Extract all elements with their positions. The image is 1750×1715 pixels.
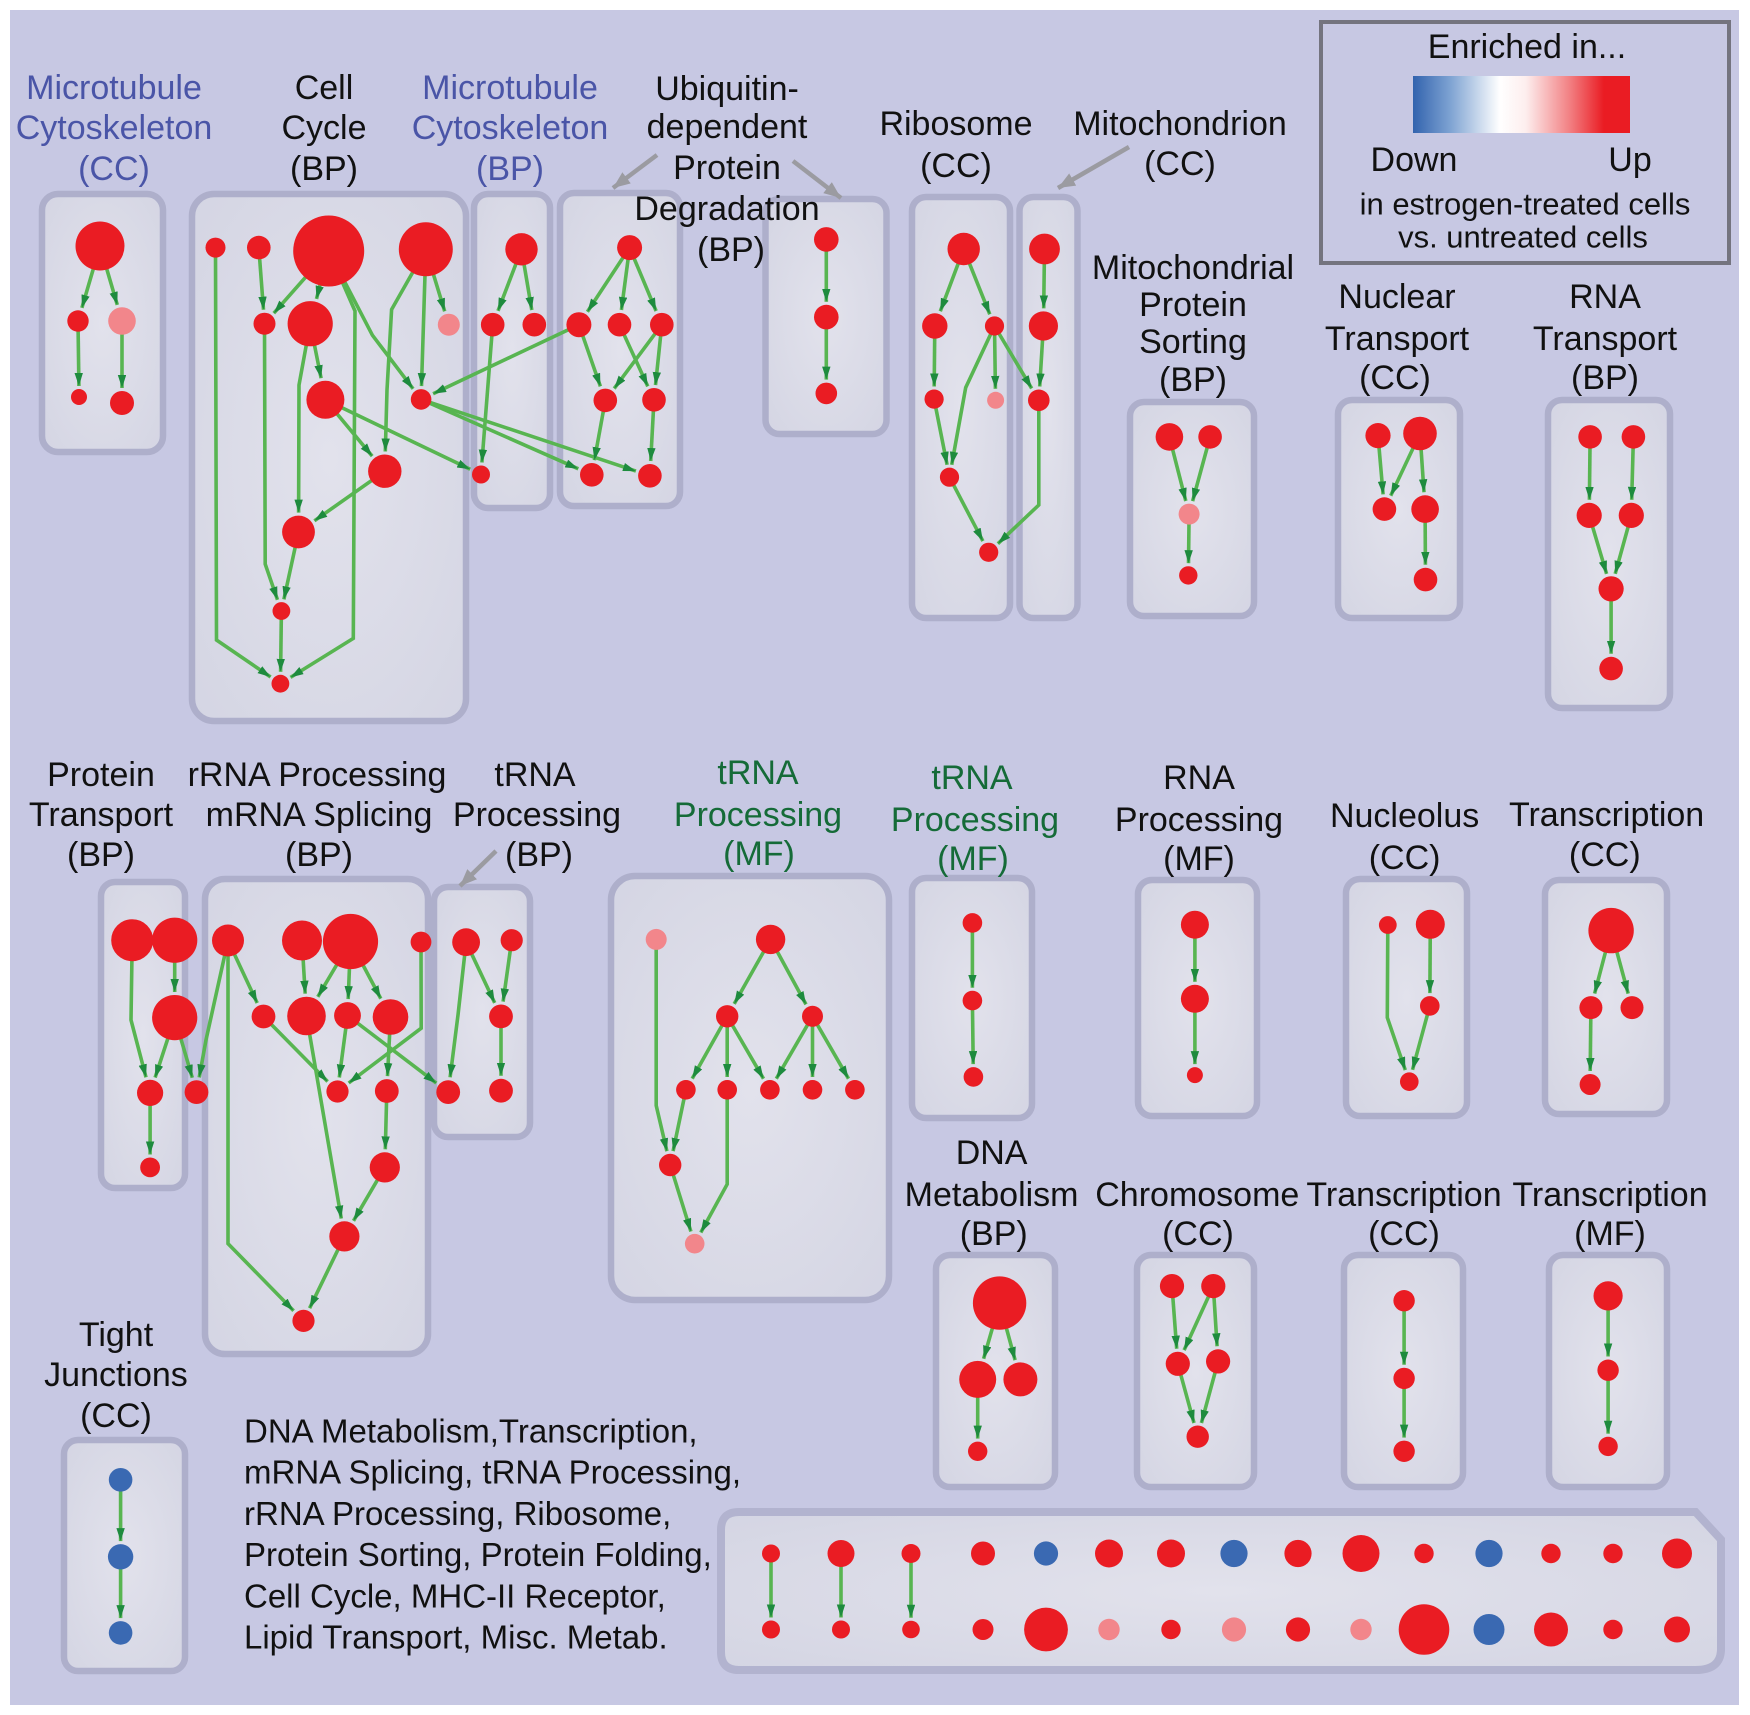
svg-text:(CC): (CC) <box>1162 1215 1234 1253</box>
svg-text:Up: Up <box>1608 141 1651 179</box>
svg-text:Processing: Processing <box>453 796 621 834</box>
svg-text:Processing: Processing <box>1115 801 1283 839</box>
svg-text:Protein: Protein <box>673 149 781 187</box>
svg-text:Junctions: Junctions <box>44 1356 188 1394</box>
svg-text:(BP): (BP) <box>476 150 544 188</box>
svg-text:Metabolism: Metabolism <box>905 1176 1079 1214</box>
svg-text:(BP): (BP) <box>290 150 358 188</box>
svg-text:Microtubule: Microtubule <box>422 69 598 107</box>
svg-text:Processing: Processing <box>891 801 1059 839</box>
svg-text:(CC): (CC) <box>1359 359 1431 397</box>
svg-text:Nuclear: Nuclear <box>1338 278 1455 316</box>
svg-text:rRNA Processing: rRNA Processing <box>188 756 447 794</box>
svg-text:(MF): (MF) <box>723 835 795 873</box>
svg-text:(BP): (BP) <box>1159 361 1227 399</box>
svg-text:Cytoskeleton: Cytoskeleton <box>16 109 213 147</box>
svg-text:(CC): (CC) <box>1368 1215 1440 1253</box>
svg-text:RNA: RNA <box>1569 278 1641 316</box>
svg-text:(BP): (BP) <box>960 1215 1028 1253</box>
svg-text:Tight: Tight <box>79 1316 154 1354</box>
svg-text:Protein: Protein <box>1139 286 1247 324</box>
svg-text:mRNA Splicing: mRNA Splicing <box>206 796 433 834</box>
svg-text:(CC): (CC) <box>1569 836 1641 874</box>
svg-text:Ubiquitin-: Ubiquitin- <box>655 70 799 108</box>
svg-text:(CC): (CC) <box>1144 145 1216 183</box>
svg-text:Ribosome: Ribosome <box>879 105 1032 143</box>
svg-text:Degradation: Degradation <box>634 190 819 228</box>
svg-text:tRNA: tRNA <box>931 759 1013 797</box>
svg-text:Protein Sorting, Protein Foldi: Protein Sorting, Protein Folding, <box>244 1536 712 1573</box>
svg-text:Transport: Transport <box>1325 320 1470 358</box>
svg-text:(CC): (CC) <box>1369 839 1441 877</box>
svg-text:Cycle: Cycle <box>281 109 366 147</box>
svg-text:(BP): (BP) <box>285 836 353 874</box>
svg-text:(BP): (BP) <box>505 836 573 874</box>
svg-text:(CC): (CC) <box>78 150 150 188</box>
svg-text:rRNA Processing, Ribosome,: rRNA Processing, Ribosome, <box>244 1495 671 1532</box>
svg-text:Cell Cycle, MHC-II Receptor,: Cell Cycle, MHC-II Receptor, <box>244 1577 666 1614</box>
svg-text:Cytoskeleton: Cytoskeleton <box>412 109 609 147</box>
svg-text:(MF): (MF) <box>1163 840 1235 878</box>
svg-text:Transcription: Transcription <box>1306 1176 1501 1214</box>
svg-text:Sorting: Sorting <box>1139 323 1247 361</box>
svg-text:Transport: Transport <box>29 796 174 834</box>
svg-text:Enriched in...: Enriched in... <box>1428 28 1626 66</box>
svg-text:(BP): (BP) <box>1571 359 1639 397</box>
svg-text:Protein: Protein <box>47 756 155 794</box>
svg-text:mRNA Splicing, tRNA Processing: mRNA Splicing, tRNA Processing, <box>244 1454 741 1491</box>
svg-text:Transcription: Transcription <box>1512 1176 1707 1214</box>
svg-text:Mitochondrion: Mitochondrion <box>1073 105 1287 143</box>
svg-text:(MF): (MF) <box>937 840 1009 878</box>
svg-text:DNA: DNA <box>956 1134 1028 1172</box>
svg-text:(CC): (CC) <box>80 1397 152 1435</box>
svg-text:(CC): (CC) <box>920 147 992 185</box>
svg-text:DNA Metabolism,Transcription,: DNA Metabolism,Transcription, <box>244 1413 698 1450</box>
svg-text:Chromosome: Chromosome <box>1095 1176 1299 1214</box>
svg-text:Cell: Cell <box>295 69 354 107</box>
svg-text:Down: Down <box>1371 141 1458 179</box>
svg-text:in estrogen-treated cells: in estrogen-treated cells <box>1360 187 1691 222</box>
svg-text:Microtubule: Microtubule <box>26 69 202 107</box>
svg-text:Lipid Transport, Misc. Metab.: Lipid Transport, Misc. Metab. <box>244 1619 668 1656</box>
svg-text:(BP): (BP) <box>67 836 135 874</box>
svg-text:tRNA: tRNA <box>717 754 799 792</box>
svg-text:vs. untreated cells: vs. untreated cells <box>1398 220 1648 255</box>
svg-text:Processing: Processing <box>674 796 842 834</box>
svg-text:tRNA: tRNA <box>494 756 576 794</box>
svg-text:Transcription: Transcription <box>1509 796 1704 834</box>
svg-text:(MF): (MF) <box>1574 1215 1646 1253</box>
svg-text:RNA: RNA <box>1163 759 1235 797</box>
svg-text:dependent: dependent <box>647 108 808 146</box>
svg-text:Nucleolus: Nucleolus <box>1330 797 1479 835</box>
svg-text:(BP): (BP) <box>697 231 765 269</box>
svg-text:Mitochondrial: Mitochondrial <box>1092 249 1294 287</box>
svg-text:Transport: Transport <box>1533 320 1678 358</box>
